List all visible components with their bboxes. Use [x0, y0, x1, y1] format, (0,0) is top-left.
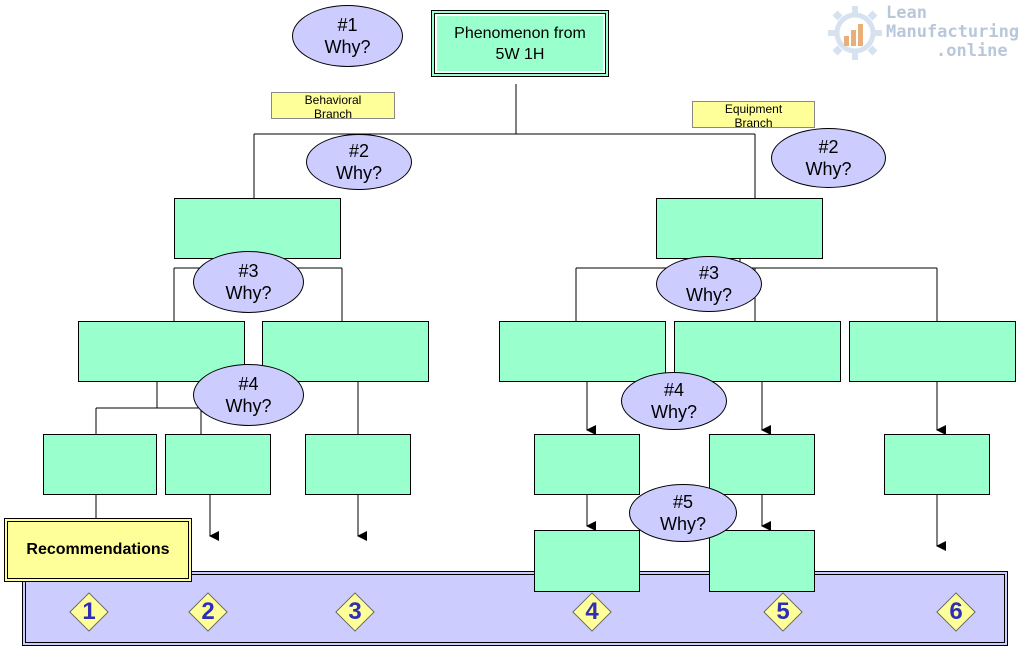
recommendation-3-diamond: 3 [335, 592, 375, 632]
recommendations-label-box: Recommendations [4, 518, 192, 582]
why-number: #1 [337, 15, 358, 35]
why-label: Why? [335, 163, 382, 183]
cause-box-l3-5 [849, 321, 1016, 382]
behavioral-branch-label: Behavioral Branch [304, 93, 362, 119]
why-number: #3 [238, 261, 259, 281]
cause-box-l4-5 [709, 434, 815, 495]
recommendation-2-diamond: 2 [188, 592, 228, 632]
recommendation-5-diamond: 5 [763, 592, 803, 632]
recommendation-number: 1 [82, 598, 96, 625]
why-label: Why? [324, 37, 371, 57]
cause-box-l3-3 [499, 321, 666, 382]
why-number: #4 [238, 374, 259, 394]
recommendations-band [22, 571, 1008, 646]
cause-box-l5-1 [534, 530, 640, 592]
why-label: Why? [650, 402, 697, 422]
why-number: #3 [698, 263, 719, 283]
cause-box-l4-2 [165, 434, 271, 495]
equipment-branch-label: Equipment Branch [724, 102, 783, 128]
cause-box-l3-4 [674, 321, 841, 382]
behavioral-branch-tag: Behavioral Branch [271, 92, 395, 119]
recommendation-4-diamond: 4 [572, 592, 612, 632]
phenomenon-box: Phenomenon from 5W 1H [431, 10, 609, 77]
equipment-branch-tag: Equipment Branch [692, 101, 815, 128]
lean-manufacturing-logo: Lean Manufacturing .online [826, 2, 1024, 64]
cause-box-l3-1 [78, 321, 245, 382]
recommendation-6-diamond: 6 [936, 592, 976, 632]
cause-box-l3-2 [262, 321, 429, 382]
recommendation-number: 2 [201, 598, 215, 625]
why-number: #2 [348, 141, 369, 161]
why-label: Why? [225, 283, 272, 303]
recommendation-1-diamond: 1 [69, 592, 109, 632]
why-label: Why? [805, 159, 852, 179]
recommendations-label: Recommendations [26, 541, 170, 558]
why-label: Why? [659, 514, 706, 534]
logo-line3: .online [936, 41, 1008, 61]
logo-line2: Manufacturing [886, 22, 1020, 42]
phenomenon-line2: 5W 1H [495, 45, 545, 63]
equipment-cause-box [656, 198, 823, 259]
why-label: Why? [685, 285, 732, 305]
cause-box-l4-3 [305, 434, 411, 495]
cause-box-l5-2 [709, 530, 815, 592]
recommendation-number: 6 [949, 598, 963, 625]
why-number: #2 [818, 137, 839, 157]
recommendation-number: 4 [585, 598, 599, 625]
phenomenon-line1: Phenomenon from [454, 24, 586, 42]
recommendation-number: 5 [776, 598, 790, 625]
recommendation-number: 3 [348, 598, 362, 625]
behavioral-cause-box [174, 198, 341, 259]
gear-chart-icon [828, 6, 882, 60]
cause-box-l4-6 [884, 434, 990, 495]
logo-line1: Lean [886, 3, 927, 23]
cause-box-l4-4 [534, 434, 640, 495]
why-label: Why? [225, 396, 272, 416]
cause-box-l4-1 [43, 434, 157, 495]
why-number: #5 [672, 492, 693, 512]
why-number: #4 [663, 380, 684, 400]
